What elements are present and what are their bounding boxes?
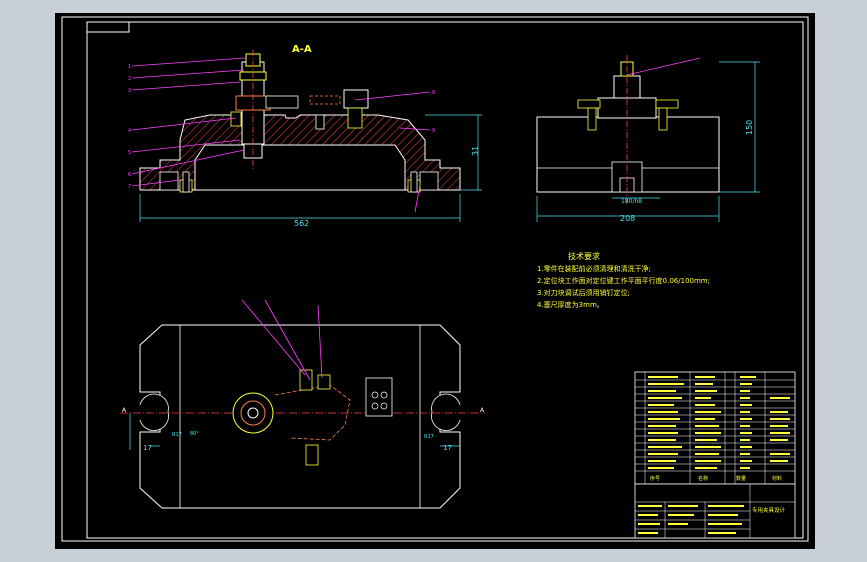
dim-plan-r-left: R17 [172,432,182,438]
svg-text:3: 3 [128,88,131,94]
tech-req-item-2: 2.定位块工作面对定位键工作平面平行度0.06/100mm; [537,276,710,285]
svg-text:5: 5 [128,150,131,156]
dim-side-width: 208 [620,214,635,223]
drawing-name: 专用夹具设计 [752,506,786,514]
dim-side-tolerance: 180/h8 [621,198,642,205]
parts-header-material: 材料 [772,475,782,482]
side-view: 208 150 180/h8 [536,55,760,223]
svg-text:4: 4 [128,128,131,134]
tech-req-item-3: 3.对刀块调试后须用销钉定位; [537,288,630,297]
plan-body [139,324,461,509]
section-label: A-A [292,44,312,55]
base-cavity [194,144,406,191]
dim-plan-r-right: R17 [424,434,434,440]
svg-text:2: 2 [128,76,131,82]
tech-req-title: 技术要求 [568,251,600,261]
plan-view: A A 17 17 R17 R17 80° [120,299,485,509]
frame-corner-box [86,21,130,33]
dim-plan-left: 17 [143,444,152,452]
tech-req-item-4: 4.塞尺厚度为3mm。 [537,300,604,309]
parts-header-no: 序号 [650,475,660,482]
outer-frame [61,16,809,542]
svg-text:7: 7 [128,184,131,190]
svg-text:6: 6 [128,172,131,178]
dim-front-width: 562 [294,219,309,228]
section-mark-right: A [480,407,485,414]
tech-req-item-1: 1.零件在装配前必须清理和清洗干净; [537,264,651,273]
inner-frame [86,21,804,539]
technical-requirements: 技术要求 1.零件在装配前必须清理和清洗干净; 2.定位块工作面对定位键工作平面… [537,251,710,309]
parts-header-name: 名称 [698,475,708,482]
dim-plan-right: 17 [443,444,452,452]
front-section-view: A-A [128,44,482,228]
dim-plan-angle: 80° [190,431,199,437]
dim-side-height: 150 [745,120,754,135]
svg-text:8: 8 [432,90,435,96]
parts-header-qty: 数量 [736,475,746,482]
svg-text:1: 1 [128,64,131,70]
title-block: 序号 名称 数量 材料 专用夹具设计 [634,371,796,539]
svg-text:9: 9 [432,128,435,134]
dim-front-height: 31 [471,146,480,156]
section-mark-left: A [122,407,127,414]
